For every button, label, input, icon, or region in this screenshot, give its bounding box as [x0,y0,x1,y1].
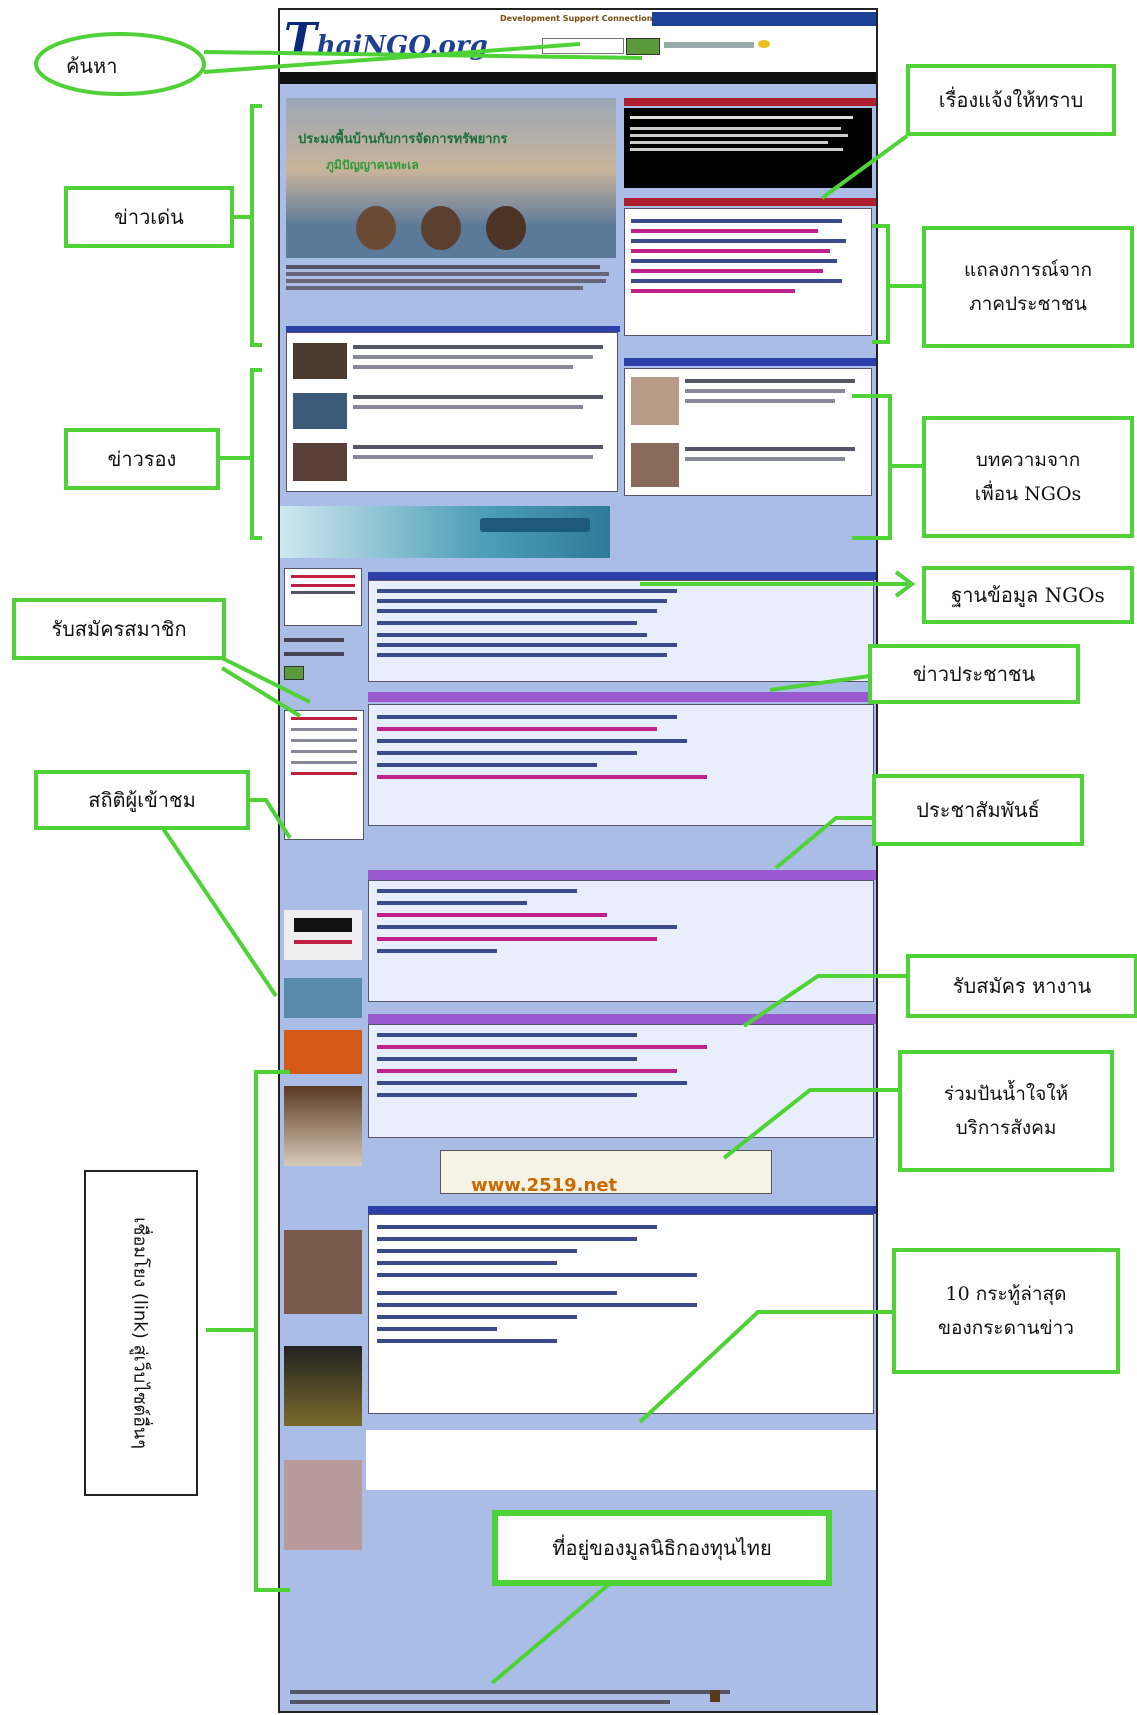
secondary-news-text [353,395,603,399]
public-news-header [368,572,876,580]
annotation-headline-news: ข่าวเด่น [64,186,234,248]
annotation-links-box: เชื่อมโยง (link) สู่เว็บไซต์อื่นๆ [84,1170,198,1496]
header-info-text [664,42,754,48]
notice-line [820,134,909,200]
notice-header [624,98,876,106]
headline-news-bracket [250,104,262,347]
annotation-public-news: ข่าวประชาชน [868,644,1080,704]
annotation-notice: เรื่องแจ้งให้ทราบ [906,64,1116,136]
ad-banner-2519[interactable]: www.2519.net [440,1150,772,1196]
statements-list [625,209,871,303]
nav-bar[interactable] [280,72,876,84]
article-author-photo[interactable] [631,377,679,425]
link-banner[interactable] [284,1230,362,1314]
member-signup-line [221,656,311,704]
annotation-links: เชื่อมโยง (link) สู่เว็บไซต์อื่นๆ [129,1217,151,1449]
annotation-secondary-news: ข่าวรอง [64,428,220,490]
banner-title: ประมงพื้นบ้านกับการจัดการทรัพยากร [298,132,508,147]
pr-header [368,692,876,702]
search-annotation-ellipse [34,32,206,96]
footer-address-text [290,1690,730,1694]
headline-photo-face [486,206,526,250]
link-banner[interactable] [284,1086,362,1166]
articles-box[interactable] [624,368,872,496]
headline-news-text [286,262,616,312]
member-signup-line [220,666,302,718]
member-signup-box[interactable] [284,568,362,626]
pr-line [774,816,872,870]
visitor-stats-line [158,822,278,998]
public-news-line [769,674,871,692]
footer-icon [710,1690,720,1702]
ad-banner-link: www.2519.net [471,1175,618,1196]
secondary-news-thumb[interactable] [293,393,347,429]
volunteer-line [722,1088,900,1160]
volunteer-header [368,1014,876,1024]
header-tagline: Development Support Connection [500,14,653,23]
annotation-pr: ประชาสัมพันธ์ [872,774,1084,846]
jobs-header [368,870,876,880]
secondary-news-thumb[interactable] [293,343,347,379]
header-badge-icon [758,40,770,48]
annotation-member-signup: รับสมัครสมาชิก [12,598,226,660]
annotation-foundation-address: ที่อยู่ของมูลนิธิกองทุนไทย [492,1510,832,1586]
search-button[interactable] [626,38,660,55]
jobs-box[interactable] [368,880,874,1002]
member-login-button[interactable] [284,666,304,680]
link-banner[interactable] [284,1030,362,1074]
articles-header [624,358,876,366]
ngo-database-arrowhead [894,570,916,598]
secondary-news-header [286,326,620,332]
search-annotation-line [203,42,581,74]
footer-white-area [366,1430,876,1490]
annotation-jobs: รับสมัคร หางาน [906,954,1137,1018]
statements-header [624,198,876,206]
headline-news-image[interactable]: ประมงพื้นบ้านกับการจัดการทรัพยากร ภูมิปั… [286,98,616,258]
links-bracket [254,1070,290,1592]
annotation-search: ค้นหา [66,54,118,78]
banner-subtitle: ภูมิปัญญาคนทะเล [326,158,419,172]
member-password-field[interactable] [284,652,344,656]
visitor-stats-line [246,798,292,840]
annotation-visitor-stats: สถิติผู้เข้าชม [34,770,250,830]
statements-box[interactable] [624,208,872,336]
annotation-volunteer: ร่วมปันน้ำใจให้ บริการสังคม [898,1050,1114,1172]
secondary-news-bracket [250,368,262,540]
header-blue-bar [652,12,876,26]
visitor-stats-box [284,710,364,840]
annotation-statements: แถลงการณ์จาก ภาคประชาชน [922,226,1134,348]
articles-bracket [852,394,892,540]
secondary-news-text [353,445,603,449]
board-line [638,1310,894,1424]
annotation-board: 10 กระทู้ล่าสุด ของกระดานข่าว [892,1248,1120,1374]
website-screenshot: ThaiNGO.org Development Support Connecti… [278,8,878,1713]
statements-bracket [872,224,890,344]
headline-photo-face [421,206,461,250]
jobs-line [742,974,906,1028]
annotation-articles: บทความจาก เพื่อน NGOs [922,416,1134,538]
secondary-news-thumb[interactable] [293,443,347,481]
pr-box[interactable] [368,704,874,826]
secondary-news-box[interactable] [286,332,618,492]
link-banner[interactable] [284,978,362,1018]
annotation-ngo-database: ฐานข้อมูล NGOs [922,566,1134,624]
notice-box[interactable] [624,108,872,188]
link-banner[interactable] [284,910,362,960]
article-author-photo[interactable] [631,443,679,487]
link-banner[interactable] [284,1460,362,1550]
ngo-database-banner[interactable] [280,506,610,558]
board-header [368,1206,876,1214]
volunteer-box[interactable] [368,1024,874,1138]
public-news-box[interactable] [368,580,874,682]
link-banner[interactable] [284,1346,362,1426]
member-login-field[interactable] [284,638,344,642]
secondary-news-text [353,345,603,349]
headline-photo-face [356,206,396,250]
